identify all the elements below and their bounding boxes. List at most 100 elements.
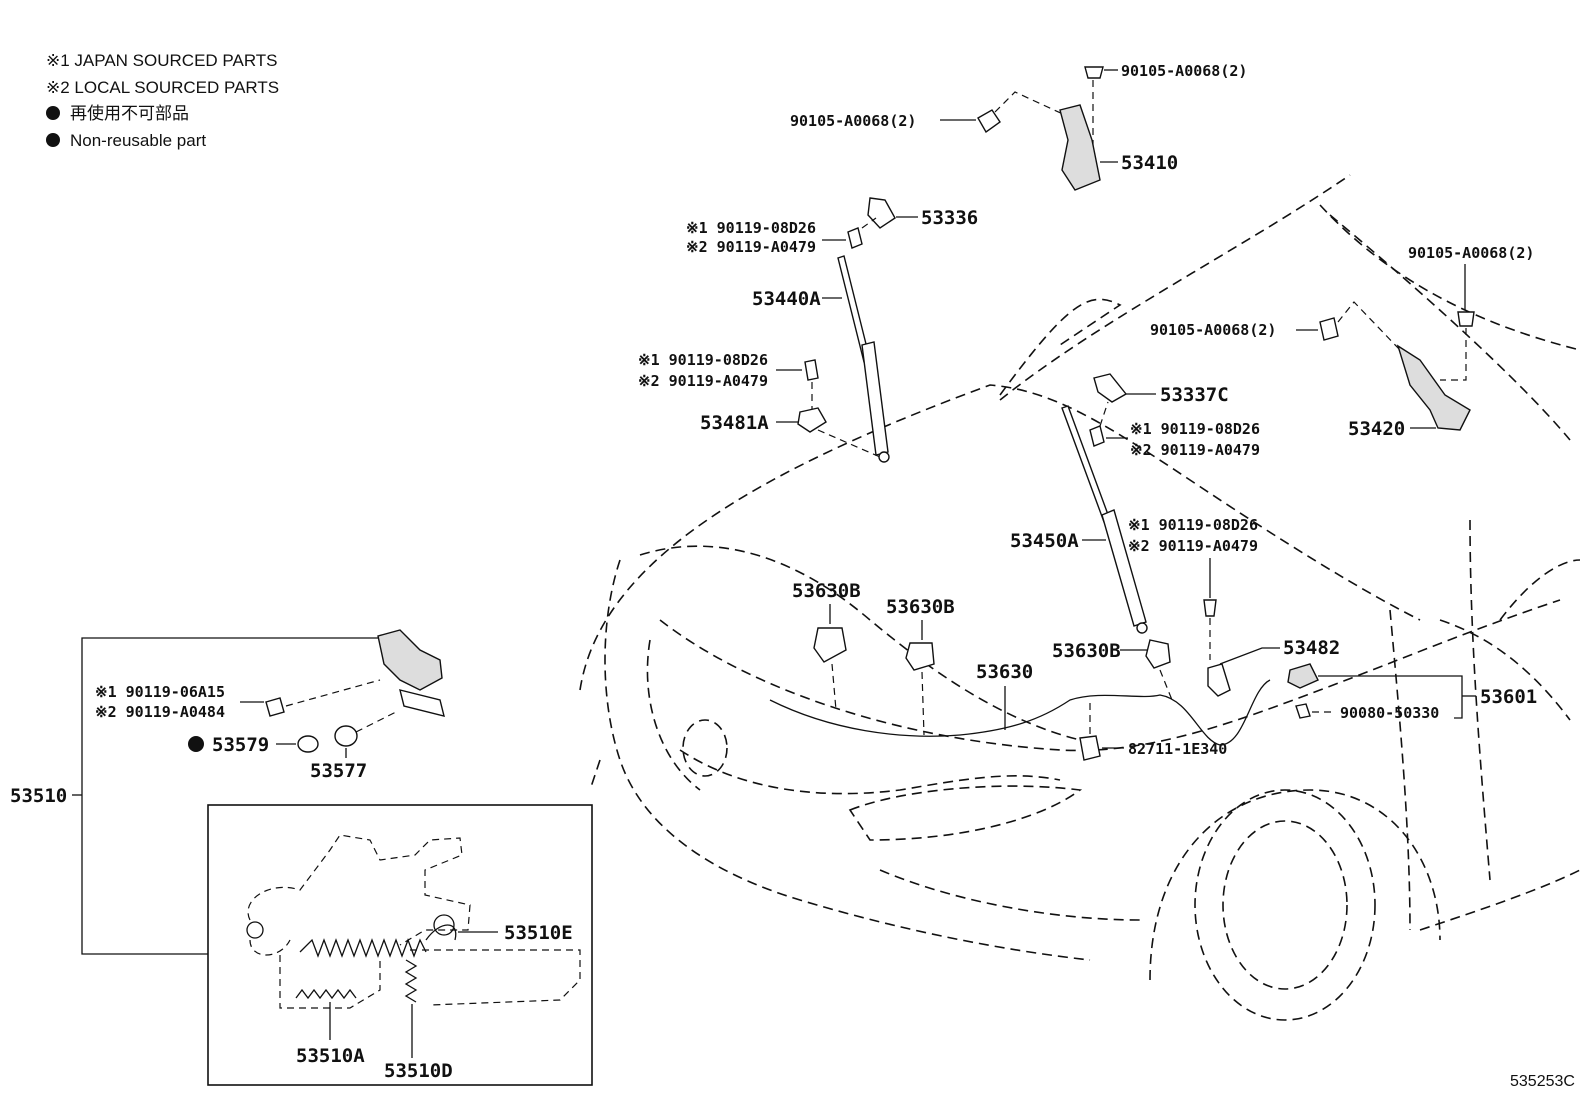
label-53337C: 53337C (1160, 384, 1229, 406)
dash-53630B-2 (921, 671, 925, 736)
hood-hinge-53420 (1396, 344, 1471, 431)
bracket-line-53510 (81, 637, 386, 955)
label-53336-bolt-1: ※1 90119-08D26 (686, 219, 816, 237)
filled-dot-icon (46, 106, 60, 120)
dash-90105-right-mid (1337, 301, 1401, 351)
clamp-53630B-3 (1145, 639, 1171, 669)
windshield-right-edge (1319, 204, 1581, 351)
lower-grille-line (879, 869, 1141, 921)
label-90080: 90080-50330 (1340, 704, 1439, 722)
bracket-53337C (1093, 373, 1128, 403)
fender-top-line (1439, 619, 1571, 721)
dash-53630B-3 (1159, 669, 1173, 701)
strut-53450A-rod (1061, 405, 1111, 523)
label-53579: 53579 (212, 734, 269, 756)
bolt-53510 (265, 697, 285, 717)
lock-plate-lower-left (249, 939, 291, 956)
mount-hole-left (246, 921, 264, 939)
label-53450A-bolt-2: ※2 90119-A0479 (1128, 537, 1258, 555)
hood-hinge-53410 (1059, 104, 1101, 191)
legend-local: ※2 LOCAL SOURCED PARTS (46, 77, 280, 97)
rocker-line (1419, 869, 1581, 931)
hood-lock-group: 53510 ※1 90119-06A15 ※2 90119-A0484 5357… (10, 629, 445, 955)
label-53410: 53410 (1121, 152, 1178, 174)
release-lever-53601 (1287, 663, 1319, 689)
windshield-left-edge (999, 174, 1351, 401)
label-53420: 53420 (1348, 418, 1405, 440)
dash-53336 (861, 217, 877, 229)
label-53440A: 53440A (752, 288, 821, 310)
nonreusable-dot-icon (188, 736, 204, 752)
label-53510E: 53510E (504, 922, 573, 944)
label-53336: 53336 (921, 207, 978, 229)
mirror-edge (1499, 559, 1581, 621)
leader-53482 (1219, 647, 1280, 665)
strut-53440A-body (861, 341, 889, 456)
release-cable-group: 53630B 53630B 53630 53630B 82711-1E340 (769, 580, 1271, 761)
bolt-90105-right-top (1457, 311, 1475, 327)
bumper-outline (604, 559, 1091, 961)
label-53481A-bolt-2: ※2 90119-A0479 (638, 372, 768, 390)
label-53337C-bolt-1: ※1 90119-08D26 (1130, 420, 1260, 438)
label-90105-right-mid: 90105-A0068(2) (1150, 321, 1276, 339)
fender-door-gap (1389, 609, 1411, 931)
label-90105-right-top: 90105-A0068(2) (1408, 244, 1534, 262)
label-53630B-3: 53630B (1052, 640, 1121, 662)
screw-90080 (1295, 703, 1311, 719)
spring-53510E-hook (425, 924, 457, 941)
hinge-53410-group: 90105-A0068(2) 90105-A0068(2) 53410 (790, 62, 1247, 191)
bolt-53450A (1203, 599, 1217, 617)
cushion-53579 (297, 735, 319, 753)
label-53510A: 53510A (296, 1045, 365, 1067)
hood-lock-arm (399, 689, 445, 717)
front-wheel-rim (1222, 820, 1348, 990)
hinge-53420-group: 90105-A0068(2) 90105-A0068(2) 53420 (1150, 244, 1534, 440)
clamp-53630B-1 (813, 627, 847, 663)
legend: ※1 JAPAN SOURCED PARTS ※2 LOCAL SOURCED … (46, 48, 279, 154)
front-wheel (1194, 789, 1376, 1021)
bolt-53337C (1089, 425, 1105, 447)
filled-dot-icon (46, 132, 60, 147)
hood-lock-53510 (377, 629, 443, 691)
hood-upper-edge (579, 384, 1421, 691)
car-body-outline (579, 174, 1581, 1021)
lock-base-outline (279, 955, 381, 1009)
fog-lamp (682, 719, 728, 777)
label-53510-bolt-2: ※2 90119-A0484 (95, 703, 225, 721)
label-53481A-bolt-1: ※1 90119-08D26 (638, 351, 768, 369)
label-53510D: 53510D (384, 1060, 453, 1082)
label-90105-top: 90105-A0068(2) (1121, 62, 1247, 80)
label-82711: 82711-1E340 (1128, 740, 1227, 758)
hood-lower-edge (659, 599, 1561, 752)
dash-53337C (1099, 401, 1109, 427)
bolt-90105-right-mid (1319, 317, 1339, 341)
label-53510: 53510 (10, 785, 67, 807)
leader-53601 (1318, 675, 1463, 719)
a-pillar-lower (1469, 519, 1491, 881)
label-53337C-bolt-2: ※2 90119-A0479 (1130, 441, 1260, 459)
legend-japan: ※1 JAPAN SOURCED PARTS (46, 51, 278, 70)
strut-53450A-group: 53337C ※1 90119-08D26 ※2 90119-A0479 534… (1010, 373, 1260, 660)
hood-front-crease (639, 545, 1081, 741)
label-53450A: 53450A (1010, 530, 1079, 552)
legend-nonreusable-jp: 再使用不可部品 (46, 101, 279, 128)
bracket-53481A-group: ※1 90119-08D26 ※2 90119-A0479 53481A (638, 351, 827, 434)
bracket-53481A (797, 407, 827, 433)
fender-right-edge (1329, 214, 1571, 441)
lock-plate-outline (247, 834, 471, 946)
dash-53577 (355, 711, 397, 733)
release-cable-53630 (769, 679, 1271, 746)
bolt-90105-top (1084, 66, 1104, 79)
clamp-53630B-2 (905, 642, 935, 671)
lock-lever-outline (410, 949, 581, 1006)
label-53601: 53601 (1480, 686, 1537, 708)
dash-90105-left (994, 91, 1066, 116)
cushion-53577 (334, 725, 358, 747)
label-53630B-1: 53630B (792, 580, 861, 602)
spring-53510E (299, 938, 427, 958)
bracket-53482 (1207, 663, 1231, 697)
legend-nonreusable-en-text: Non-reusable part (70, 130, 207, 150)
label-53336-bolt-2: ※2 90119-A0479 (686, 238, 816, 256)
dash-90105-right-top (1440, 328, 1467, 381)
